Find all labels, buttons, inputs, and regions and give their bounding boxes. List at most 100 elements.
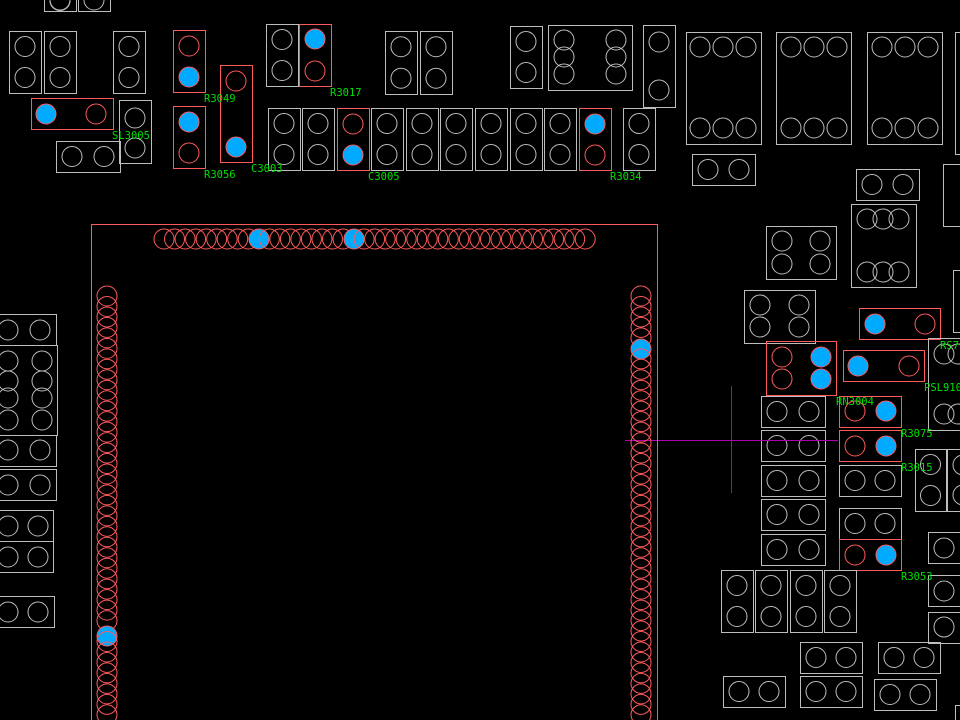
pad[interactable] [390, 67, 412, 89]
highlighted-pad[interactable] [304, 28, 326, 50]
pad[interactable] [826, 117, 848, 139]
footprint[interactable] [692, 154, 756, 186]
pad[interactable] [630, 547, 652, 569]
pad[interactable] [766, 539, 788, 560]
pad[interactable] [29, 319, 51, 341]
pad[interactable] [952, 484, 960, 506]
pad[interactable] [49, 67, 71, 88]
pad[interactable] [628, 113, 650, 134]
pad[interactable] [425, 36, 447, 58]
pad[interactable] [416, 228, 438, 250]
pad[interactable] [630, 578, 652, 600]
pad[interactable] [61, 146, 83, 167]
pad[interactable] [630, 610, 652, 632]
selected-footprint[interactable] [173, 30, 206, 93]
pad[interactable] [49, 0, 71, 11]
pad[interactable] [376, 144, 398, 165]
pad[interactable] [835, 647, 857, 668]
pad[interactable] [49, 36, 71, 57]
pad[interactable] [630, 400, 652, 422]
pad[interactable] [947, 343, 960, 365]
pad[interactable] [630, 599, 652, 621]
pad[interactable] [874, 470, 896, 491]
pad[interactable] [894, 36, 916, 58]
pad[interactable] [630, 672, 652, 694]
pad[interactable] [630, 641, 652, 663]
pad[interactable] [390, 36, 412, 58]
pad[interactable] [553, 29, 575, 51]
pad[interactable] [96, 306, 118, 328]
pad[interactable] [0, 601, 19, 623]
pad[interactable] [96, 651, 118, 673]
highlighted-pad[interactable] [810, 368, 832, 390]
pad[interactable] [844, 544, 866, 566]
footprint[interactable] [761, 499, 826, 531]
pad[interactable] [795, 606, 817, 627]
pad[interactable] [888, 261, 910, 283]
footprint[interactable] [761, 465, 826, 497]
footprint[interactable] [9, 31, 42, 94]
pad[interactable] [271, 60, 293, 81]
pad[interactable] [216, 228, 238, 250]
pad[interactable] [749, 294, 771, 316]
pad[interactable] [574, 228, 596, 250]
pad[interactable] [96, 348, 118, 370]
footprint[interactable] [44, 31, 77, 94]
pad[interactable] [630, 704, 652, 720]
pad[interactable] [96, 285, 118, 307]
pad[interactable] [31, 370, 53, 392]
pad[interactable] [96, 683, 118, 705]
footprint[interactable] [943, 164, 960, 227]
pad[interactable] [0, 474, 19, 496]
footprint[interactable] [776, 32, 852, 145]
pad[interactable] [85, 103, 107, 125]
footprint[interactable] [371, 108, 404, 171]
pad[interactable] [458, 228, 480, 250]
pad[interactable] [96, 337, 118, 359]
pad[interactable] [269, 228, 291, 250]
selected-footprint[interactable] [579, 108, 612, 171]
pad[interactable] [909, 684, 931, 705]
pad[interactable] [771, 368, 793, 390]
pad[interactable] [480, 144, 502, 165]
pad[interactable] [735, 36, 757, 58]
pad[interactable] [920, 485, 941, 506]
pad[interactable] [448, 228, 470, 250]
pad[interactable] [96, 369, 118, 391]
pad[interactable] [515, 144, 537, 165]
pad[interactable] [0, 370, 19, 392]
pad[interactable] [914, 313, 936, 335]
highlighted-pad[interactable] [35, 103, 57, 125]
pad[interactable] [871, 36, 893, 58]
footprint[interactable] [510, 26, 543, 89]
footprint[interactable] [440, 108, 473, 171]
designator-r3049[interactable]: R3049 [204, 93, 236, 105]
pad[interactable] [605, 63, 627, 85]
footprint[interactable] [856, 169, 920, 201]
pad[interactable] [805, 681, 827, 702]
pad[interactable] [522, 228, 544, 250]
pad[interactable] [809, 230, 831, 252]
pad[interactable] [630, 494, 652, 516]
pad[interactable] [411, 144, 433, 165]
footprint[interactable] [874, 679, 937, 711]
pad[interactable] [795, 575, 817, 596]
footprint[interactable] [839, 508, 902, 540]
footprint[interactable] [761, 396, 826, 428]
pad[interactable] [124, 137, 146, 159]
selected-footprint[interactable] [31, 98, 114, 130]
pad[interactable] [307, 144, 329, 165]
pad[interactable] [630, 536, 652, 558]
highlighted-pad[interactable] [342, 144, 364, 166]
pad[interactable] [96, 494, 118, 516]
designator-r3075[interactable]: R3075 [901, 428, 933, 440]
pad[interactable] [0, 546, 19, 568]
pad[interactable] [445, 144, 467, 165]
pad[interactable] [766, 435, 788, 456]
footprint[interactable] [406, 108, 439, 171]
pad[interactable] [805, 647, 827, 668]
pad[interactable] [300, 228, 322, 250]
pad[interactable] [174, 228, 196, 250]
footprint[interactable] [800, 676, 863, 708]
